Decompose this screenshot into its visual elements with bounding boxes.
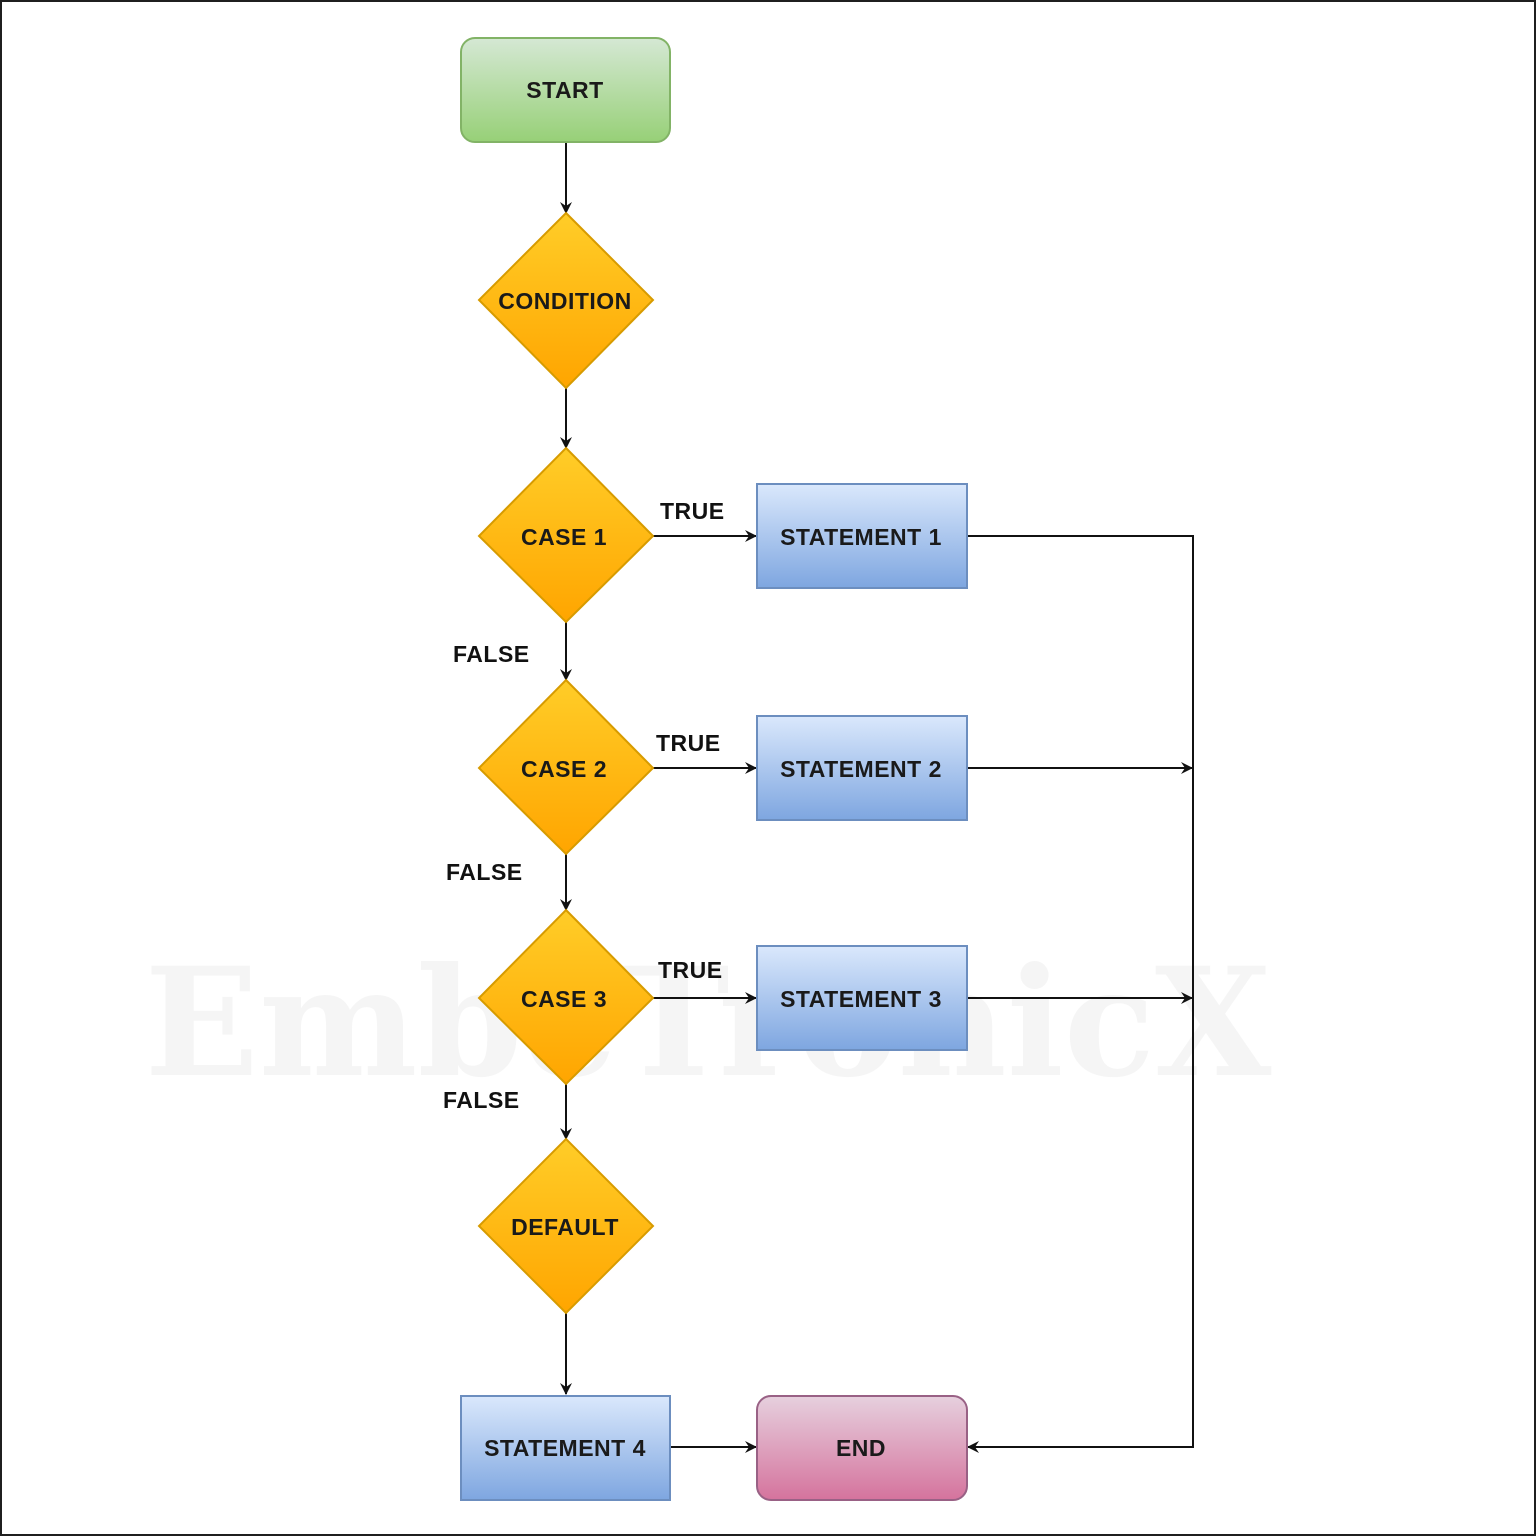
condition-label: CONDITION	[498, 288, 632, 314]
case3-decision: CASE 3	[477, 908, 655, 1086]
statement4-process: STATEMENT 4	[460, 1395, 671, 1501]
case2-label: CASE 2	[521, 756, 607, 782]
true-label-case1: TRUE	[660, 498, 725, 524]
statement4-label: STATEMENT 4	[484, 1435, 646, 1461]
case1-decision: CASE 1	[477, 446, 655, 624]
statement2-label: STATEMENT 2	[780, 756, 942, 782]
default-label: DEFAULT	[511, 1214, 619, 1240]
edge-statement1-end	[967, 535, 1194, 1453]
statement1-label: STATEMENT 1	[780, 524, 942, 550]
start-label: START	[526, 77, 603, 103]
statement3-label: STATEMENT 3	[780, 986, 942, 1012]
true-label-case2: TRUE	[656, 730, 721, 756]
start-node: START	[460, 37, 671, 143]
case3-label: CASE 3	[521, 986, 607, 1012]
false-label-case2: FALSE	[446, 859, 523, 885]
true-label-case3: TRUE	[658, 957, 723, 983]
case1-label: CASE 1	[521, 524, 607, 550]
false-label-case1: FALSE	[453, 641, 530, 667]
connectors	[560, 142, 1194, 1453]
statement1-process: STATEMENT 1	[756, 483, 968, 589]
condition-decision: CONDITION	[477, 211, 655, 390]
case2-decision: CASE 2	[477, 678, 655, 856]
default-decision: DEFAULT	[477, 1137, 655, 1315]
end-label: END	[836, 1435, 886, 1461]
watermark-text: EmbeTronicX	[145, 935, 1273, 1111]
statement2-process: STATEMENT 2	[756, 715, 968, 821]
false-label-case3: FALSE	[443, 1087, 520, 1113]
end-node: END	[756, 1395, 968, 1501]
statement3-process: STATEMENT 3	[756, 945, 968, 1051]
